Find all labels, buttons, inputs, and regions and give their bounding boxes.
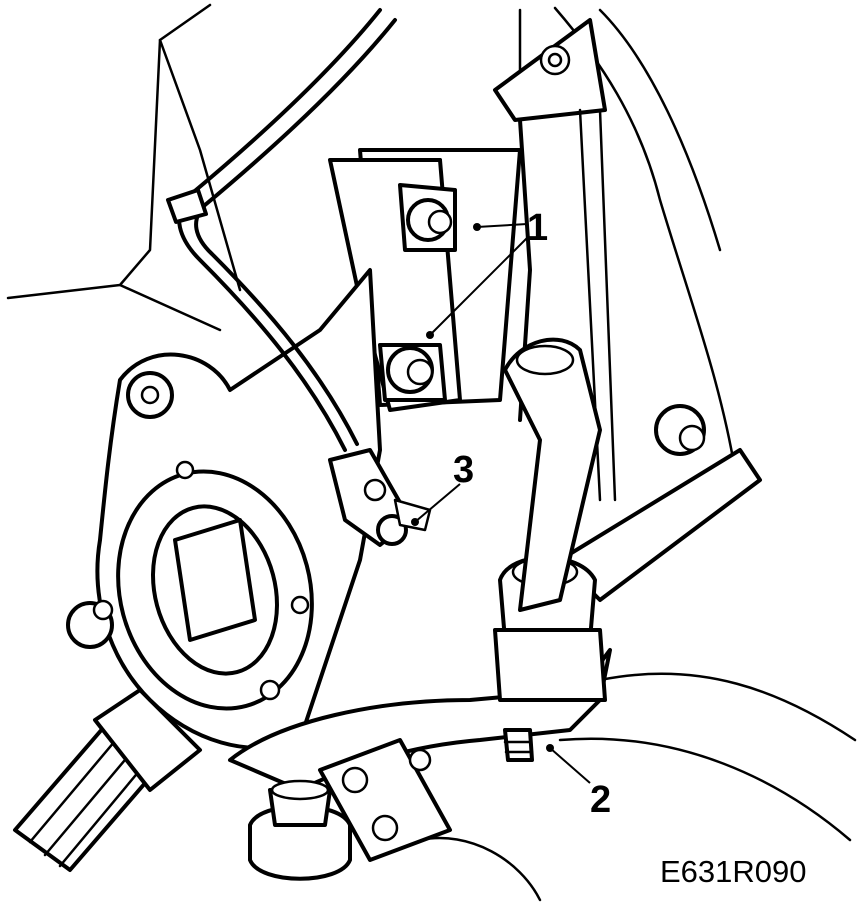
callout-leaders: [411, 223, 591, 784]
callout-3-label: 3: [453, 449, 474, 491]
steering-knuckle: [66, 268, 382, 750]
tie-rod-nut: [503, 728, 534, 762]
callout-1-upper-leader: [476, 223, 528, 228]
lower-control-arm: [228, 648, 612, 862]
strut-clamp-upper-bolt: [406, 198, 453, 242]
callout-2-leader: [549, 747, 591, 784]
drive-shaft: [13, 688, 202, 872]
callout-1-label: 1: [527, 207, 548, 249]
callout-3-leader: [414, 483, 461, 523]
callout-1-lower-leader: [429, 236, 529, 336]
strut-clamp-lower-bolt: [386, 346, 434, 394]
callout-2-label: 2: [590, 779, 611, 821]
rear-mount-bolt: [654, 404, 706, 456]
abs-sensor-cable: [166, 8, 397, 452]
abs-sensor: [328, 448, 432, 547]
ball-joint: [248, 779, 352, 881]
figure-code: E631R090: [660, 854, 807, 889]
stabilizer-link: [503, 337, 602, 612]
